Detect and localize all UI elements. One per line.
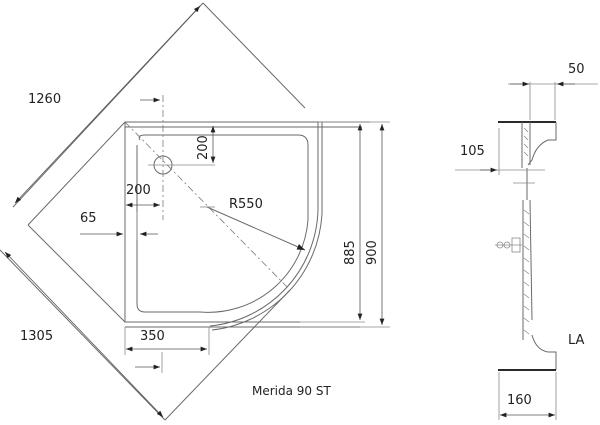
section-leg-label: LA <box>568 333 585 348</box>
drain-offset-x-label: 200 <box>126 183 151 198</box>
inner-depth-label: 885 <box>343 240 358 265</box>
diagonal-top-label: 1260 <box>28 92 62 107</box>
section-bottom-width-label: 160 <box>507 393 532 408</box>
drain-offset-y-label: 200 <box>196 135 211 160</box>
diagonal-bottom-label: 1305 <box>20 329 54 344</box>
section-top-height-label: 105 <box>460 144 485 159</box>
rim-width-label: 65 <box>80 211 97 226</box>
adjustable-foot-icon <box>495 237 522 253</box>
section-view <box>455 81 598 420</box>
plan-view <box>0 2 390 421</box>
bottom-offset-label: 350 <box>140 329 165 344</box>
radius-label: R550 <box>229 197 263 212</box>
outer-depth-label: 900 <box>365 240 380 265</box>
model-caption: Merida 90 ST <box>252 384 331 398</box>
section-top-width-label: 50 <box>568 62 585 77</box>
